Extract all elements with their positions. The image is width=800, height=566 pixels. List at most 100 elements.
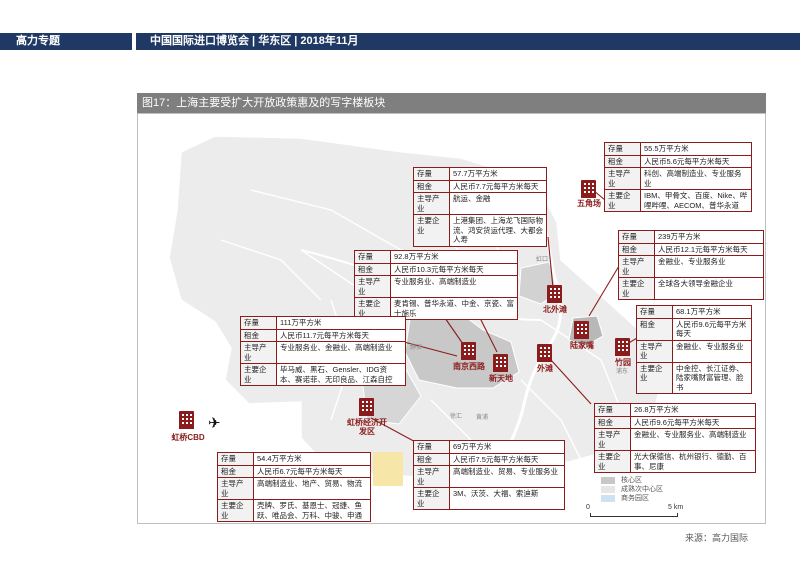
building-window bbox=[558, 296, 560, 298]
legend-item: 商务园区 bbox=[601, 494, 663, 503]
building-window bbox=[618, 349, 620, 351]
building-window bbox=[186, 418, 188, 420]
building-window bbox=[362, 405, 364, 407]
building-window bbox=[540, 351, 542, 353]
building-window bbox=[362, 401, 364, 403]
place-label-lujiazui: 陆家嘴 bbox=[570, 341, 594, 350]
building-window bbox=[186, 422, 188, 424]
building-window bbox=[544, 351, 546, 353]
building-window bbox=[464, 353, 466, 355]
building-window bbox=[468, 353, 470, 355]
place-label-zhuyuan: 竹园 bbox=[615, 358, 631, 367]
building-window bbox=[504, 365, 506, 367]
building-window bbox=[362, 409, 364, 411]
building-window bbox=[182, 414, 184, 416]
building-window bbox=[558, 292, 560, 294]
building-window bbox=[588, 187, 590, 189]
building-window bbox=[626, 345, 628, 347]
building-window bbox=[370, 405, 372, 407]
building-window bbox=[472, 345, 474, 347]
building-window bbox=[190, 414, 192, 416]
building-window bbox=[554, 292, 556, 294]
building-window bbox=[588, 191, 590, 193]
building-window bbox=[366, 409, 368, 411]
building-window bbox=[550, 288, 552, 290]
building-window bbox=[472, 349, 474, 351]
building-window bbox=[472, 353, 474, 355]
building-window bbox=[500, 365, 502, 367]
figure-source: 来源：高力国际 bbox=[684, 533, 748, 543]
business-park-zone bbox=[373, 452, 403, 486]
building-window bbox=[550, 292, 552, 294]
district-label: 黄浦 bbox=[476, 415, 489, 421]
building-window bbox=[468, 349, 470, 351]
building-window bbox=[190, 418, 192, 420]
legend-item: 成熟次中心区 bbox=[601, 485, 663, 494]
building-window bbox=[622, 349, 624, 351]
building-window bbox=[370, 409, 372, 411]
building-icon bbox=[359, 398, 374, 416]
building-window bbox=[584, 187, 586, 189]
building-icon bbox=[461, 342, 476, 360]
airplane-icon: ✈ bbox=[208, 415, 221, 432]
building-window bbox=[581, 328, 583, 330]
figure-title: 图17：上海主要受扩大开放政策惠及的写字楼板块 bbox=[137, 93, 766, 113]
building-window bbox=[500, 357, 502, 359]
building-window bbox=[548, 351, 550, 353]
building-icon bbox=[581, 180, 596, 198]
building-window bbox=[585, 324, 587, 326]
building-window bbox=[504, 357, 506, 359]
building-window bbox=[592, 183, 594, 185]
building-window bbox=[585, 332, 587, 334]
building-window bbox=[548, 347, 550, 349]
building-window bbox=[626, 341, 628, 343]
building-window bbox=[186, 414, 188, 416]
building-icon bbox=[493, 354, 508, 372]
district-label: 浦东 bbox=[616, 369, 629, 375]
building-window bbox=[464, 345, 466, 347]
building-window bbox=[584, 191, 586, 193]
building-window bbox=[618, 345, 620, 347]
building-window bbox=[577, 328, 579, 330]
building-window bbox=[577, 324, 579, 326]
building-icon bbox=[537, 344, 552, 362]
building-window bbox=[581, 332, 583, 334]
report-header: 中国国际进口博览会 | 华东区 | 2018年11月 bbox=[136, 33, 800, 50]
district-label: 虹口 bbox=[536, 257, 549, 263]
building-window bbox=[182, 418, 184, 420]
building-window bbox=[626, 349, 628, 351]
place-label-xintiandi: 新天地 bbox=[489, 374, 513, 383]
map-legend: 核心区 成熟次中心区 商务园区 bbox=[601, 476, 663, 503]
building-window bbox=[585, 328, 587, 330]
place-label-bund: 外滩 bbox=[537, 364, 553, 373]
building-window bbox=[554, 296, 556, 298]
building-window bbox=[554, 288, 556, 290]
building-window bbox=[544, 347, 546, 349]
building-icon bbox=[574, 321, 589, 339]
building-window bbox=[500, 361, 502, 363]
building-window bbox=[577, 332, 579, 334]
building-window bbox=[588, 183, 590, 185]
building-window bbox=[550, 296, 552, 298]
building-window bbox=[468, 345, 470, 347]
building-window bbox=[592, 191, 594, 193]
building-icon bbox=[179, 411, 194, 429]
building-window bbox=[622, 345, 624, 347]
building-window bbox=[190, 422, 192, 424]
building-window bbox=[581, 324, 583, 326]
place-label-bund-north: 北外滩 bbox=[543, 305, 567, 314]
legend-item: 核心区 bbox=[601, 476, 663, 485]
building-window bbox=[584, 183, 586, 185]
building-window bbox=[548, 355, 550, 357]
building-icon bbox=[615, 338, 630, 356]
building-window bbox=[622, 341, 624, 343]
building-window bbox=[544, 355, 546, 357]
district-label: 徐汇 bbox=[450, 414, 463, 420]
building-window bbox=[540, 347, 542, 349]
